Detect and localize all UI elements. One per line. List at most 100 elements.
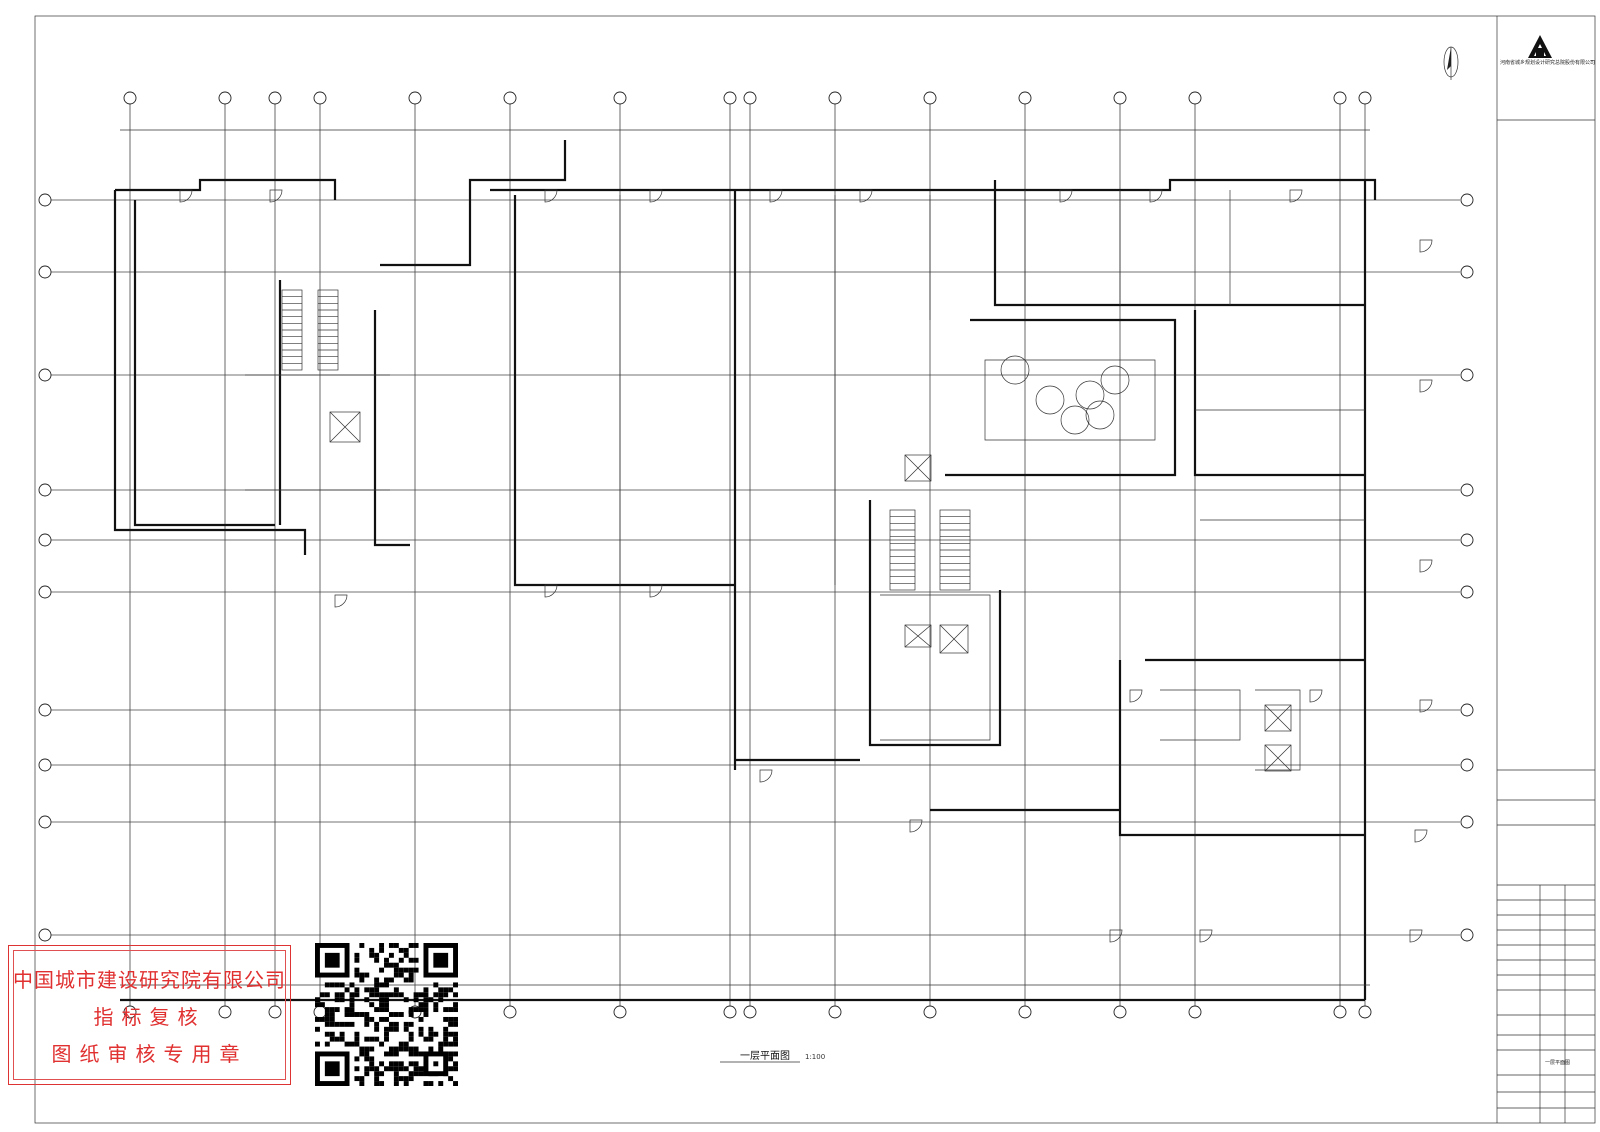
axis-bubble-left	[38, 368, 52, 382]
door-swing	[1109, 929, 1123, 943]
floor-plan-walls	[113, 140, 1377, 1002]
door-swing	[1289, 189, 1303, 203]
door-swing	[909, 819, 923, 833]
axis-bubble-top	[218, 91, 232, 105]
axis-bubble-bottom	[1358, 1005, 1372, 1019]
axis-bubble-bottom	[218, 1005, 232, 1019]
elevator-shaft	[329, 411, 361, 443]
axis-bubble-top	[1018, 91, 1032, 105]
elevator-shaft	[904, 624, 932, 648]
axis-bubble-bottom	[1188, 1005, 1202, 1019]
axis-bubble-top	[613, 91, 627, 105]
stamp-review: 指标复核	[93, 1005, 206, 1029]
axis-bubble-left	[38, 815, 52, 829]
tree-icon	[1060, 405, 1090, 435]
drawing-title: 一层平面图	[740, 1050, 790, 1062]
door-swing	[1199, 929, 1213, 943]
wall	[490, 178, 1377, 200]
door-swing	[1129, 689, 1143, 703]
qr-code-icon	[315, 943, 458, 1086]
axis-bubble-bottom	[1113, 1005, 1127, 1019]
wall	[945, 318, 1177, 477]
axis-bubble-left	[38, 483, 52, 497]
axis-bubble-top	[723, 91, 737, 105]
wall	[1193, 310, 1365, 477]
axis-bubble-right	[1460, 533, 1474, 547]
axis-bubble-right	[1460, 815, 1474, 829]
partition	[1160, 689, 1241, 741]
door-swing	[544, 584, 558, 598]
company-logo-icon	[1528, 35, 1552, 58]
north-arrow-icon	[1443, 46, 1459, 80]
axis-bubble-top	[408, 91, 422, 105]
axis-bubble-bottom	[923, 1005, 937, 1019]
door-swing	[1309, 689, 1323, 703]
axis-bubble-top	[923, 91, 937, 105]
wall	[868, 500, 1002, 747]
axis-bubble-right	[1460, 265, 1474, 279]
title-block-sheet-name: 一层平面图	[1545, 1060, 1570, 1066]
door-swing	[769, 189, 783, 203]
axis-bubble-right	[1460, 758, 1474, 772]
axis-bubble-left	[38, 265, 52, 279]
tree-icon	[1075, 380, 1105, 410]
axis-bubble-right	[1460, 368, 1474, 382]
partition	[984, 359, 1156, 441]
axis-bubble-left	[38, 928, 52, 942]
door-swing	[334, 594, 348, 608]
wall	[113, 190, 307, 555]
axis-bubble-bottom	[1333, 1005, 1347, 1019]
axis-bubble-bottom	[503, 1005, 517, 1019]
axis-bubble-left	[38, 533, 52, 547]
axis-bubble-top	[268, 91, 282, 105]
door-swing	[859, 189, 873, 203]
tree-icon	[1100, 365, 1130, 395]
door-swing	[1419, 559, 1433, 573]
axis-bubble-right	[1460, 928, 1474, 942]
partition	[1255, 689, 1301, 771]
wall	[133, 200, 275, 527]
door-swing	[1419, 379, 1433, 393]
axis-bubble-right	[1460, 483, 1474, 497]
elevator-shaft	[939, 624, 969, 654]
axis-bubble-left	[38, 758, 52, 772]
partition	[880, 594, 991, 741]
plan-details	[120, 129, 1433, 986]
axis-bubble-bottom	[828, 1005, 842, 1019]
door-swing	[179, 189, 193, 203]
door-swing	[649, 189, 663, 203]
tree-icon	[1085, 400, 1115, 430]
axis-bubble-left	[38, 193, 52, 207]
axis-bubble-top	[828, 91, 842, 105]
elevator-shaft	[904, 454, 932, 482]
axis-bubble-right	[1460, 703, 1474, 717]
axis-bubble-left	[38, 585, 52, 599]
door-swing	[1414, 829, 1428, 843]
wall	[1118, 660, 1365, 837]
axis-bubble-top	[1333, 91, 1347, 105]
door-swing	[1059, 189, 1073, 203]
axis-bubble-right	[1460, 585, 1474, 599]
door-swing	[1149, 189, 1163, 203]
axis-bubble-right	[1460, 193, 1474, 207]
door-swing	[1419, 239, 1433, 253]
wall	[993, 180, 1365, 307]
title-block-company: 河南省城乡规划设计研究总院股份有限公司	[1500, 59, 1595, 66]
elevator-shaft	[1264, 704, 1292, 732]
axis-bubble-top	[1358, 91, 1372, 105]
axis-bubble-top	[503, 91, 517, 105]
door-swing	[1409, 929, 1423, 943]
axis-bubble-top	[123, 91, 137, 105]
axis-bubble-top	[743, 91, 757, 105]
axis-bubble-left	[38, 703, 52, 717]
elevator-shaft	[1264, 744, 1292, 772]
stamp-company: 中国城市建设研究院有限公司	[13, 968, 286, 992]
wall	[380, 140, 567, 267]
door-swing	[544, 189, 558, 203]
door-swing	[649, 584, 663, 598]
review-stamp: 中国城市建设研究院有限公司 指标复核 图纸审核专用章	[8, 945, 291, 1085]
axis-bubble-bottom	[123, 1005, 137, 1019]
sheet-border	[34, 15, 1596, 1124]
drawing-scale: 1:100	[805, 1053, 825, 1061]
